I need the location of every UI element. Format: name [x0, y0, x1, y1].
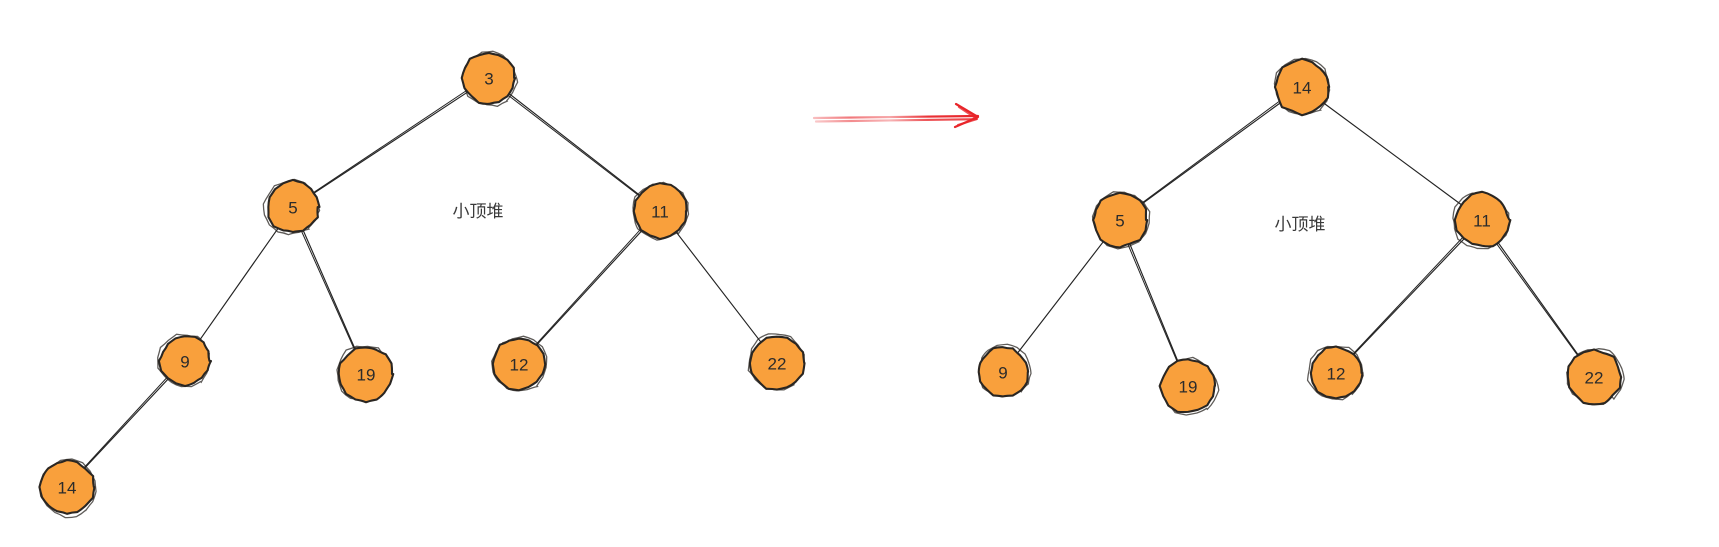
tree-node[interactable]: 14	[1273, 57, 1331, 117]
tree-node[interactable]: 5	[1091, 191, 1151, 250]
edge-stroke-overdraw	[1127, 243, 1179, 364]
node-circle[interactable]	[1273, 57, 1331, 117]
node-circle[interactable]	[157, 335, 213, 388]
tree-node[interactable]: 12	[491, 335, 548, 392]
tree-edge	[674, 230, 763, 344]
tree-edge	[1139, 99, 1283, 206]
edge-stroke	[674, 230, 763, 344]
tree-node[interactable]: 19	[336, 345, 395, 404]
node-circle[interactable]	[38, 459, 96, 515]
node-circle[interactable]	[1092, 191, 1149, 249]
arrow-shaft	[812, 114, 980, 120]
tree-edge	[1351, 236, 1466, 357]
node-circle[interactable]	[337, 346, 395, 404]
edge-stroke-overdraw	[1351, 236, 1464, 356]
tree-node[interactable]: 22	[1566, 348, 1625, 406]
edge-stroke	[534, 228, 644, 347]
tree-edge	[312, 89, 470, 195]
tree-node[interactable]: 12	[1306, 345, 1364, 401]
tree-edge	[1127, 242, 1180, 364]
node-circle[interactable]	[267, 178, 321, 234]
tree-node[interactable]: 22	[747, 333, 806, 391]
tree-node[interactable]: 3	[460, 50, 519, 108]
tree-edge	[1321, 101, 1463, 206]
tree-node[interactable]: 5	[262, 178, 321, 236]
arrow-shaft-overdraw	[814, 118, 978, 123]
edge-stroke	[312, 90, 470, 195]
tree-edge	[506, 92, 641, 197]
tree-node[interactable]: 9	[977, 343, 1032, 398]
edge-stroke	[302, 228, 357, 352]
tree-edge	[1016, 239, 1106, 355]
node-circle[interactable]	[1158, 358, 1217, 414]
edge-stroke	[1351, 237, 1466, 357]
node-circle[interactable]	[748, 335, 806, 391]
tree-edge	[83, 375, 170, 470]
node-circle[interactable]	[1453, 190, 1512, 248]
tree-edge	[534, 227, 644, 347]
edge-stroke-overdraw	[1494, 240, 1580, 358]
edge-stroke-overdraw	[312, 89, 469, 194]
edge-stroke	[1016, 239, 1106, 355]
edge-stroke-overdraw	[300, 229, 356, 352]
tree-node[interactable]: 14	[38, 458, 97, 519]
tree-edge	[1494, 239, 1581, 358]
edges-layer	[83, 89, 1581, 470]
tree-edge	[300, 228, 357, 352]
edge-stroke	[1139, 101, 1283, 206]
edge-stroke-overdraw	[83, 375, 169, 469]
node-circle[interactable]	[977, 346, 1030, 398]
edge-stroke-overdraw	[506, 93, 641, 197]
panel-caption: 小顶堆	[453, 202, 504, 222]
transform-arrow	[812, 102, 980, 129]
node-outline-overdraw	[632, 181, 690, 241]
node-circle[interactable]	[1566, 348, 1623, 406]
tree-node[interactable]: 11	[1452, 190, 1512, 250]
edge-stroke	[1321, 101, 1463, 206]
node-circle[interactable]	[632, 182, 688, 241]
edge-stroke	[507, 92, 641, 197]
node-circle[interactable]	[1309, 345, 1364, 400]
tree-edge	[197, 226, 280, 343]
arrow-head-overdraw	[956, 105, 979, 127]
edge-stroke-overdraw	[1139, 99, 1282, 206]
panel-caption: 小顶堆	[1275, 215, 1326, 235]
tree-node[interactable]: 19	[1158, 356, 1220, 416]
edge-stroke	[1128, 242, 1180, 364]
edge-stroke-overdraw	[534, 227, 643, 347]
edge-stroke	[83, 377, 170, 470]
transform-arrow-icon	[812, 102, 980, 129]
node-circle[interactable]	[491, 337, 547, 392]
tree-node[interactable]: 11	[632, 181, 690, 241]
tree-node[interactable]: 9	[157, 333, 213, 388]
node-circle[interactable]	[460, 51, 517, 105]
edge-stroke	[1495, 239, 1581, 358]
edge-stroke	[197, 226, 280, 343]
